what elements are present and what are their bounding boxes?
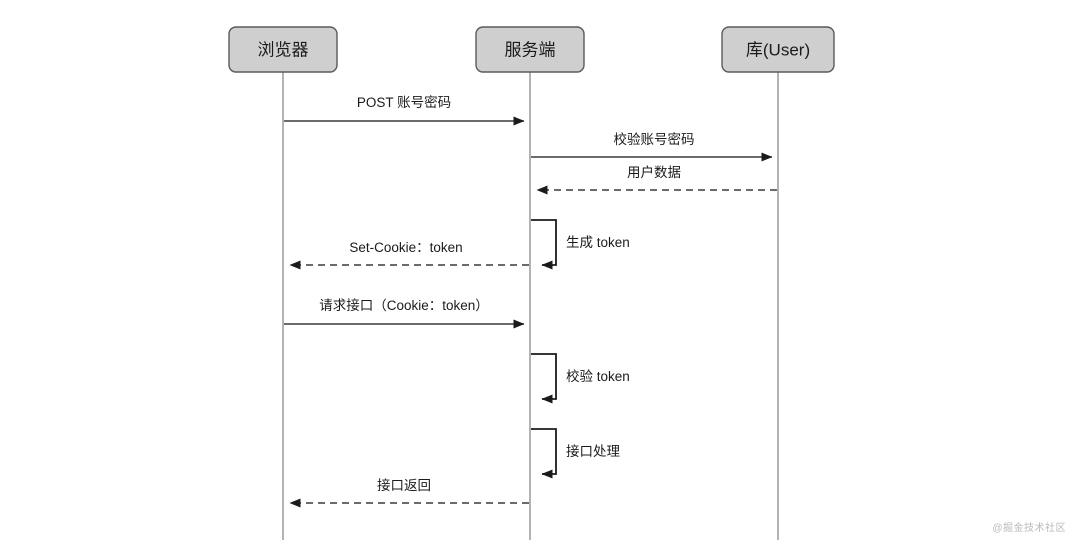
- message-user-data-label: 用户数据: [627, 164, 681, 180]
- message-api-processing-label: 接口处理: [566, 443, 620, 459]
- message-generate-token-label: 生成 token: [566, 235, 630, 250]
- message-api-processing-arrow: [531, 428, 557, 479]
- actor-db-label: 库(User): [746, 40, 810, 59]
- watermark: @掘金技术社区: [992, 523, 1066, 534]
- actor-browser-label: 浏览器: [258, 40, 309, 59]
- actor-browser-box[interactable]: [228, 26, 338, 73]
- message-set-cookie: Set-Cookie：token: [289, 240, 529, 270]
- lifelines: [282, 72, 779, 540]
- message-verify-token: 校验 token: [531, 353, 630, 404]
- message-api-response: 接口返回: [289, 477, 529, 508]
- message-verify-credentials-label: 校验账号密码: [614, 131, 695, 147]
- message-verify-token-label: 校验 token: [566, 368, 630, 384]
- message-api-processing: 接口处理: [531, 428, 620, 479]
- actor-browser[interactable]: 浏览器: [228, 26, 338, 73]
- message-user-data: 用户数据: [536, 164, 777, 195]
- message-generate-token-arrow: [531, 219, 557, 270]
- message-verify-credentials: 校验账号密码: [531, 131, 773, 162]
- message-api-request-label: 请求接口（Cookie：token）: [319, 297, 489, 313]
- message-api-request: 请求接口（Cookie：token）: [284, 297, 525, 329]
- message-verify-token-arrow: [531, 353, 557, 404]
- actor-server-box[interactable]: [475, 26, 585, 73]
- message-api-response-label: 接口返回: [377, 477, 431, 493]
- actor-server-label: 服务端: [505, 40, 556, 59]
- message-generate-token: 生成 token: [531, 219, 630, 270]
- message-post-credentials: POST 账号密码: [284, 94, 525, 126]
- actor-db-box[interactable]: [721, 26, 835, 73]
- message-set-cookie-label: Set-Cookie：token: [349, 240, 462, 255]
- actor-db[interactable]: 库(User): [721, 26, 835, 73]
- actor-server[interactable]: 服务端: [475, 26, 585, 73]
- message-post-credentials-label: POST 账号密码: [357, 94, 451, 110]
